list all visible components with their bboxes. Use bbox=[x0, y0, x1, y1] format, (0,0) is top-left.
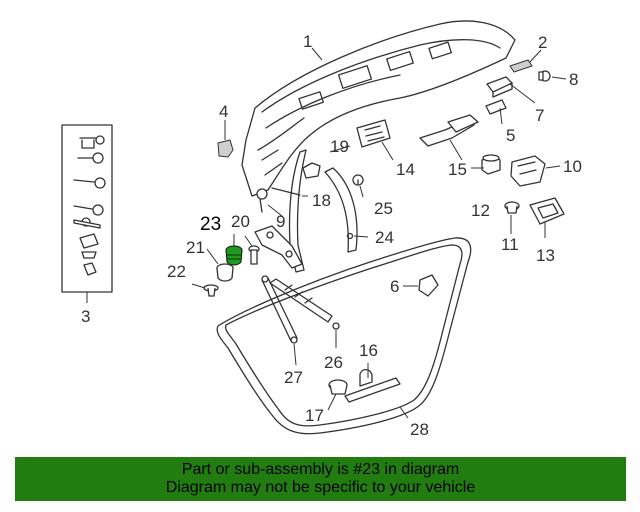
banner-line-2: Diagram may not be specific to your vehi… bbox=[165, 479, 476, 496]
part-25[interactable] bbox=[352, 174, 364, 186]
part-15[interactable] bbox=[419, 114, 479, 147]
callout-labels: 1 2 8 7 5 4 19 14 15 10 12 18 25 9 20 23… bbox=[81, 32, 582, 439]
callout-4[interactable]: 4 bbox=[219, 102, 228, 121]
part-6[interactable] bbox=[418, 274, 439, 297]
part-9-hinge[interactable] bbox=[254, 188, 303, 269]
callout-7[interactable]: 7 bbox=[535, 106, 544, 125]
part-26-strut[interactable] bbox=[269, 278, 340, 330]
banner-line-1: Part or sub-assembly is #23 in diagram bbox=[181, 461, 460, 478]
info-banner: Part or sub-assembly is #23 in diagram D… bbox=[15, 457, 626, 501]
part-19[interactable] bbox=[302, 162, 321, 179]
part-1-trunk-lid[interactable] bbox=[241, 20, 516, 197]
callout-20[interactable]: 20 bbox=[231, 212, 250, 231]
callout-13[interactable]: 13 bbox=[536, 246, 555, 265]
callout-27[interactable]: 27 bbox=[284, 368, 303, 387]
callout-28[interactable]: 28 bbox=[410, 420, 429, 439]
callout-11[interactable]: 11 bbox=[501, 235, 519, 254]
callout-10[interactable]: 10 bbox=[563, 157, 582, 176]
part-28-seal[interactable] bbox=[216, 237, 472, 435]
part-17[interactable] bbox=[328, 379, 348, 395]
callout-3[interactable]: 3 bbox=[81, 307, 90, 326]
callout-16[interactable]: 16 bbox=[359, 341, 378, 360]
part-11[interactable] bbox=[504, 201, 520, 214]
part-5[interactable] bbox=[485, 99, 507, 115]
part-24[interactable] bbox=[324, 167, 358, 253]
part-18-hinge-arm[interactable] bbox=[271, 149, 307, 273]
callout-15[interactable]: 15 bbox=[448, 160, 467, 179]
part-13[interactable] bbox=[529, 197, 565, 225]
parts-diagram: 1 2 8 7 5 4 19 14 15 10 12 18 25 9 20 23… bbox=[61, 20, 582, 439]
callout-23-highlighted[interactable]: 23 bbox=[200, 214, 221, 235]
callout-12[interactable]: 12 bbox=[471, 201, 490, 220]
callout-1[interactable]: 1 bbox=[303, 32, 312, 51]
callout-21[interactable]: 21 bbox=[186, 238, 205, 257]
part-21[interactable] bbox=[216, 263, 234, 282]
part-3-fastener-kit[interactable] bbox=[61, 124, 113, 293]
part-22[interactable] bbox=[203, 284, 219, 297]
part-27-strut[interactable] bbox=[261, 275, 298, 344]
callout-9[interactable]: 9 bbox=[276, 212, 285, 231]
part-10[interactable] bbox=[510, 155, 546, 187]
callout-14[interactable]: 14 bbox=[396, 160, 415, 179]
callout-5[interactable]: 5 bbox=[506, 126, 515, 145]
callout-2[interactable]: 2 bbox=[538, 33, 547, 52]
callout-25[interactable]: 25 bbox=[374, 199, 393, 218]
leader-lines bbox=[86, 47, 567, 419]
part-4[interactable] bbox=[217, 139, 234, 158]
callout-18[interactable]: 18 bbox=[312, 191, 331, 210]
part-8[interactable] bbox=[538, 70, 551, 82]
callout-24[interactable]: 24 bbox=[375, 228, 394, 247]
part-16-striker[interactable] bbox=[344, 368, 401, 403]
part-14[interactable] bbox=[356, 119, 391, 148]
callout-19[interactable]: 19 bbox=[330, 137, 349, 156]
part-12[interactable] bbox=[481, 154, 501, 175]
part-2[interactable] bbox=[509, 59, 533, 73]
callout-8[interactable]: 8 bbox=[569, 70, 578, 89]
part-7[interactable] bbox=[486, 76, 513, 98]
callout-17[interactable]: 17 bbox=[305, 406, 324, 425]
callout-6[interactable]: 6 bbox=[390, 277, 399, 296]
callout-22[interactable]: 22 bbox=[167, 262, 186, 281]
part-23-highlighted[interactable] bbox=[225, 245, 243, 266]
part-20[interactable] bbox=[248, 245, 260, 265]
callout-26[interactable]: 26 bbox=[324, 353, 343, 372]
